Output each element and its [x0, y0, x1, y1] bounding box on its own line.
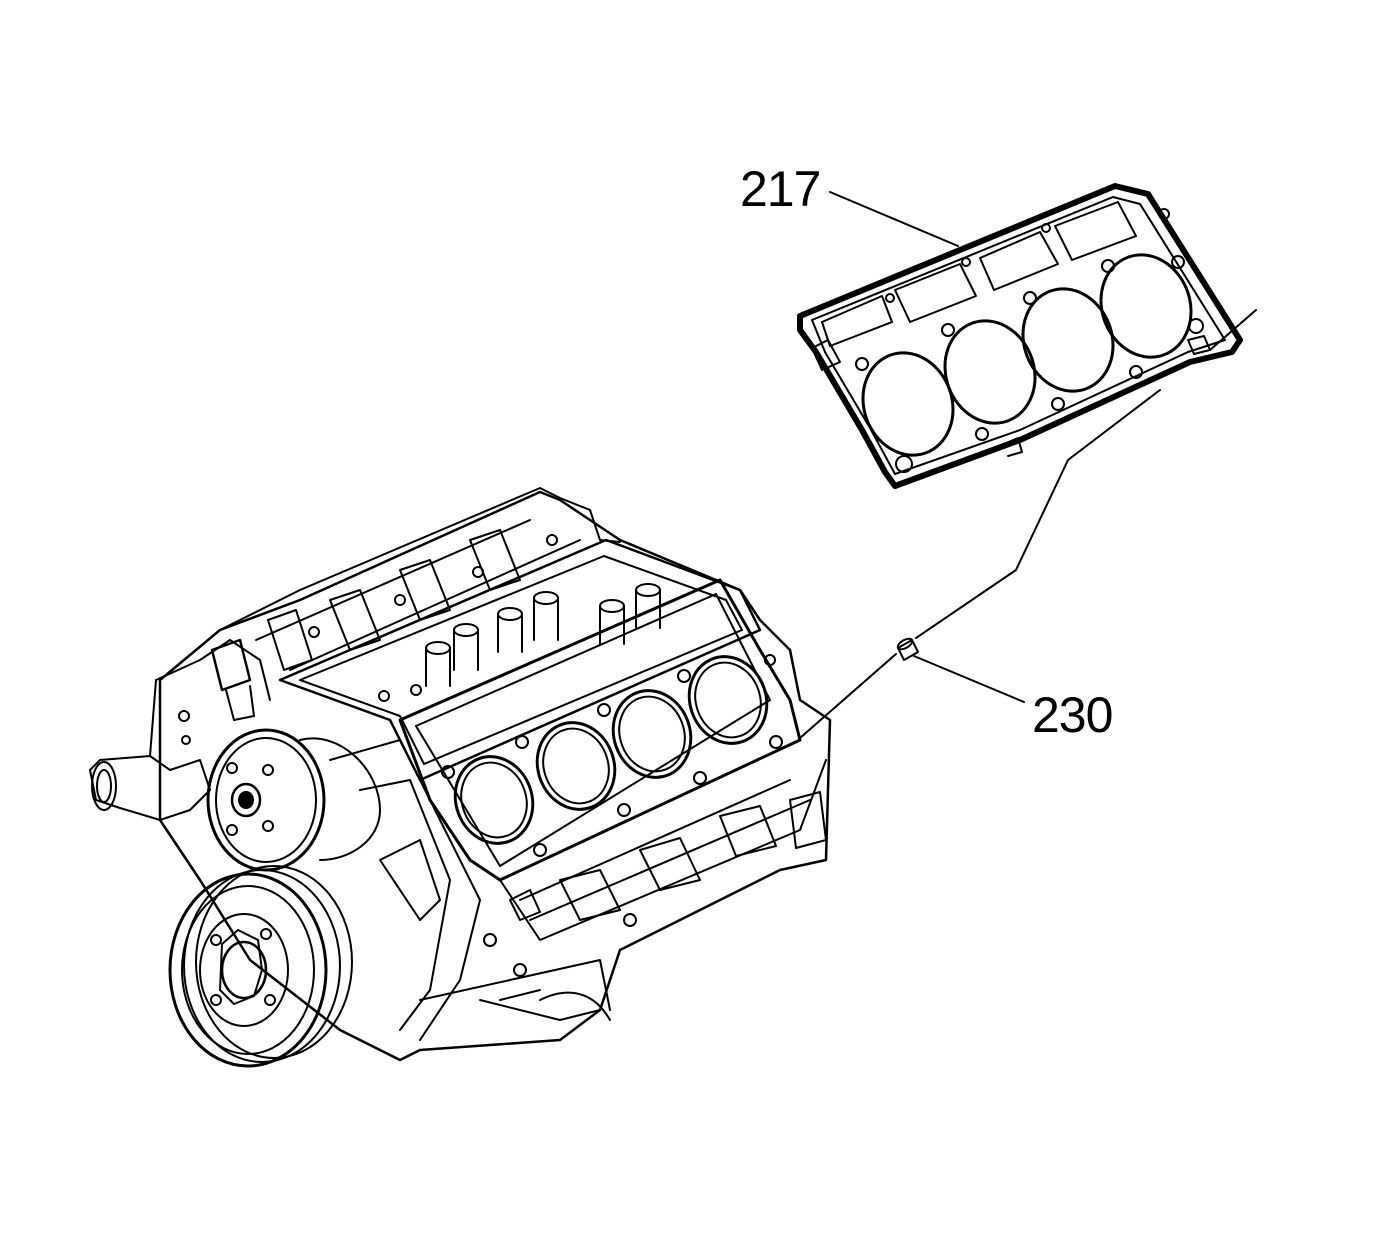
alignment-line [799, 389, 1161, 739]
locating-dowel-pin [896, 637, 919, 661]
leader-230 [913, 655, 1025, 703]
engine-block [158, 487, 832, 1062]
crankshaft-balancer [168, 865, 353, 1068]
block-cylinder-bores [453, 655, 769, 845]
callout-217-label: 217 [740, 161, 821, 217]
cylinder-head-gasket [797, 183, 1243, 489]
leader-217 [829, 191, 959, 247]
water-pump [89, 638, 381, 872]
callout-230-label: 230 [1032, 687, 1113, 743]
leader-lines [799, 191, 1257, 739]
lifter-bosses [378, 583, 661, 702]
